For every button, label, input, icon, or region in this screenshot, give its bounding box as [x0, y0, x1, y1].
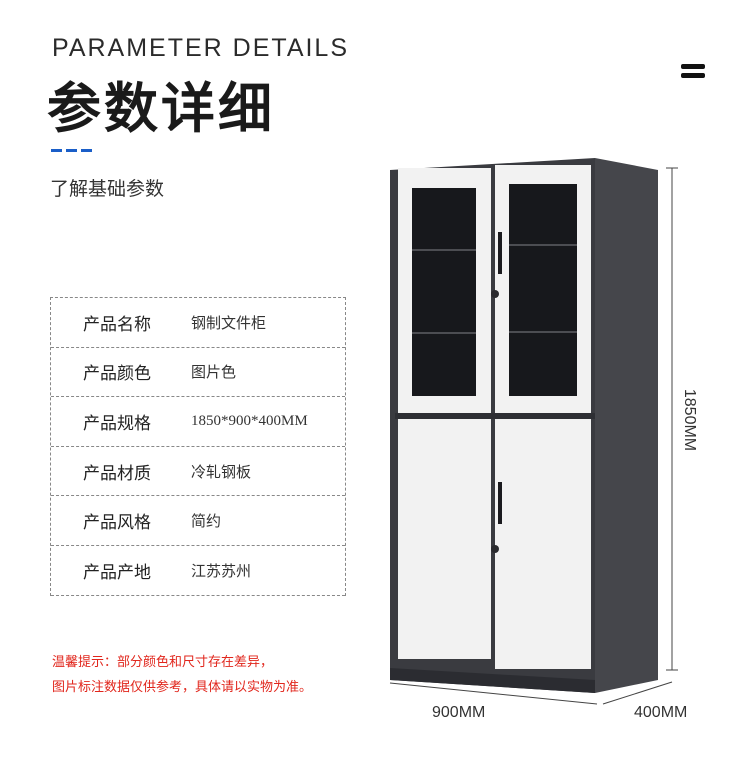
page-subtitle: 了解基础参数: [50, 178, 165, 200]
table-row: 产品名称 钢制文件柜: [51, 298, 345, 348]
english-title: PARAMETER DETAILS: [52, 34, 350, 62]
notice-line: 温馨提示：部分颜色和尺寸存在差异，: [52, 655, 274, 670]
width-dimension: 900MM: [432, 704, 486, 721]
param-value: 图片色: [191, 365, 237, 382]
param-label: 产品产地: [83, 562, 151, 583]
parameter-table: 产品名称 钢制文件柜 产品颜色 图片色 产品规格 1850*900*400MM …: [50, 297, 346, 596]
table-row: 产品风格 简约: [51, 496, 345, 546]
accent-divider: [51, 149, 92, 152]
param-value: 钢制文件柜: [191, 315, 267, 332]
param-value: 江苏苏州: [191, 563, 252, 580]
notice-line: 图片标注数据仅供参考，具体请以实物为准。: [52, 680, 313, 695]
param-label: 产品规格: [83, 413, 151, 434]
page-title: 参数详细: [47, 77, 275, 140]
param-label: 产品颜色: [83, 364, 151, 385]
table-row: 产品规格 1850*900*400MM: [51, 397, 345, 447]
table-row: 产品材质 冷轧钢板: [51, 447, 345, 497]
depth-dimension: 400MM: [634, 704, 688, 721]
param-value: 冷轧钢板: [191, 464, 252, 481]
param-value: 1850*900*400MM: [191, 412, 308, 429]
height-dimension: 1850MM: [681, 388, 698, 452]
cabinet-illustration: [389, 158, 678, 705]
menu-icon[interactable]: [681, 64, 705, 80]
notice-text: 温馨提示：部分颜色和尺寸存在差异， 图片标注数据仅供参考，具体请以实物为准。: [52, 650, 312, 700]
table-row: 产品产地 江苏苏州: [51, 546, 345, 596]
param-value: 简约: [191, 514, 222, 531]
param-label: 产品风格: [83, 513, 151, 534]
table-row: 产品颜色 图片色: [51, 348, 345, 398]
param-label: 产品材质: [83, 463, 151, 484]
param-label: 产品名称: [83, 314, 151, 335]
